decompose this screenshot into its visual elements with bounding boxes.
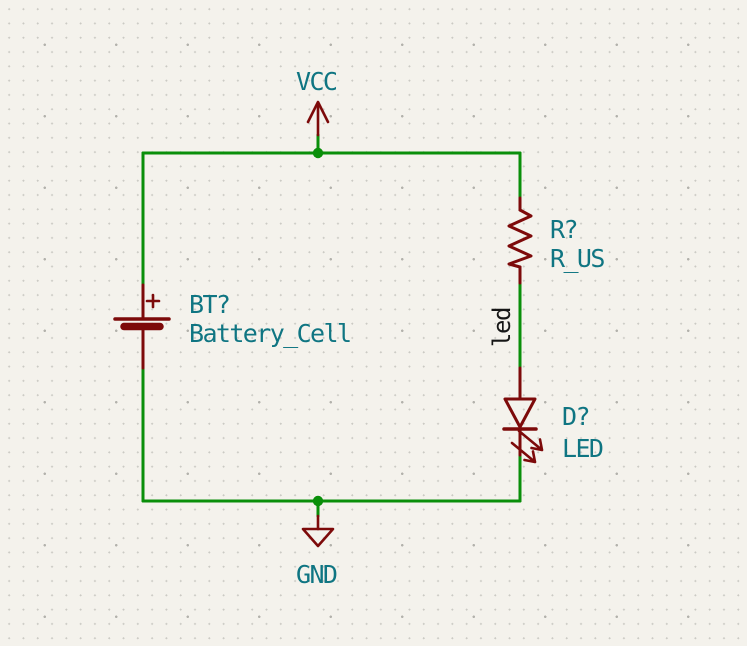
led-reference-field[interactable]: D? xyxy=(562,402,591,431)
gnd-label[interactable]: GND xyxy=(296,560,338,589)
net-label-led[interactable]: led xyxy=(488,307,516,348)
battery-plus-icon xyxy=(145,293,161,309)
led-emission-arrows-icon xyxy=(510,429,544,464)
battery-reference-field[interactable]: BT? xyxy=(189,290,231,319)
resistor-value-field[interactable]: R_US xyxy=(550,244,605,273)
resistor-symbol[interactable] xyxy=(507,196,533,285)
led-value-field[interactable]: LED xyxy=(562,434,604,463)
battery-symbol[interactable] xyxy=(113,283,171,370)
junction-dot-top[interactable] xyxy=(312,147,324,159)
gnd-power-symbol[interactable] xyxy=(301,514,335,548)
led-symbol[interactable] xyxy=(502,366,544,464)
vcc-power-symbol[interactable] xyxy=(306,100,330,137)
vcc-label[interactable]: VCC xyxy=(296,67,338,96)
junction-dot-bottom[interactable] xyxy=(312,495,324,507)
resistor-reference-field[interactable]: R? xyxy=(550,215,579,244)
battery-value-field[interactable]: Battery_Cell xyxy=(189,319,352,348)
